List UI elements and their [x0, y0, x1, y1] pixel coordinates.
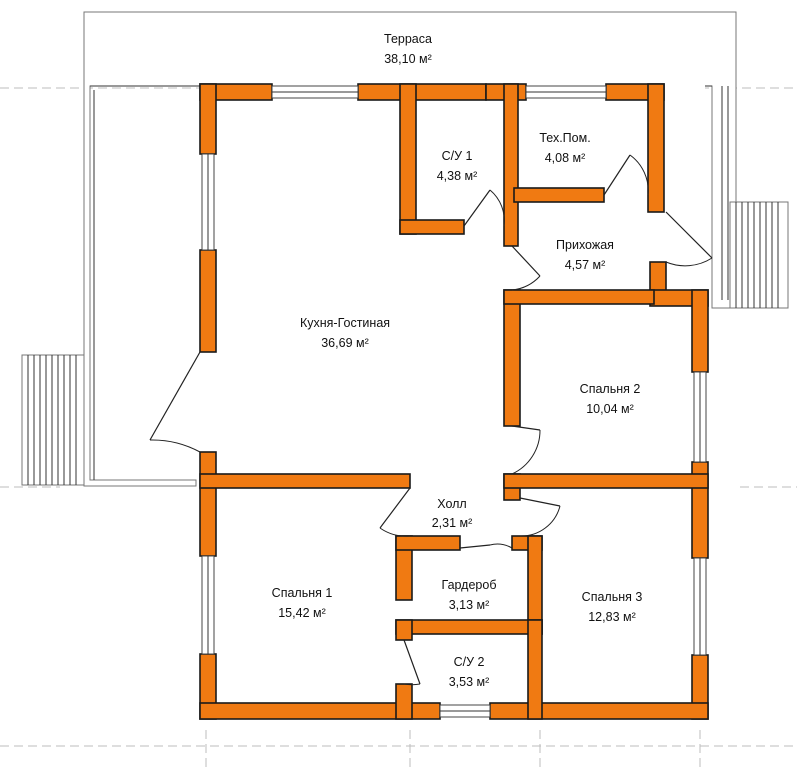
wardrobe-name: Гардероб — [442, 578, 497, 592]
interior-floor — [200, 84, 705, 719]
bedroom3-area: 12,83 м² — [588, 610, 636, 624]
terrace-area: 38,10 м² — [384, 52, 432, 66]
tech-name: Тех.Пом. — [539, 131, 590, 145]
hall-name: Холл — [437, 497, 466, 511]
bath1-name: С/У 1 — [442, 149, 473, 163]
kitchen-name: Кухня-Гостиная — [300, 316, 390, 330]
bedroom1-area: 15,42 м² — [278, 606, 326, 620]
room-labels: Терраса 38,10 м² С/У 1 4,38 м² Тех.Пом. … — [272, 32, 643, 689]
wardrobe-area: 3,13 м² — [449, 598, 490, 612]
bath1-area: 4,38 м² — [437, 169, 478, 183]
steps-right — [729, 201, 789, 309]
bath2-area: 3,53 м² — [449, 675, 490, 689]
hallway-name: Прихожая — [556, 238, 614, 252]
bedroom3-name: Спальня 3 — [582, 590, 643, 604]
hallway-area: 4,57 м² — [565, 258, 606, 272]
steps-left — [21, 354, 85, 486]
bath2-name: С/У 2 — [454, 655, 485, 669]
bedroom1-name: Спальня 1 — [272, 586, 333, 600]
windows — [201, 85, 707, 718]
bedroom2-area: 10,04 м² — [586, 402, 634, 416]
bedroom2-name: Спальня 2 — [580, 382, 641, 396]
hall-area: 2,31 м² — [432, 516, 473, 530]
walls — [199, 83, 709, 720]
tech-area: 4,08 м² — [545, 151, 586, 165]
kitchen-area: 36,69 м² — [321, 336, 369, 350]
doors — [149, 154, 713, 686]
terrace-name: Терраса — [384, 32, 432, 46]
